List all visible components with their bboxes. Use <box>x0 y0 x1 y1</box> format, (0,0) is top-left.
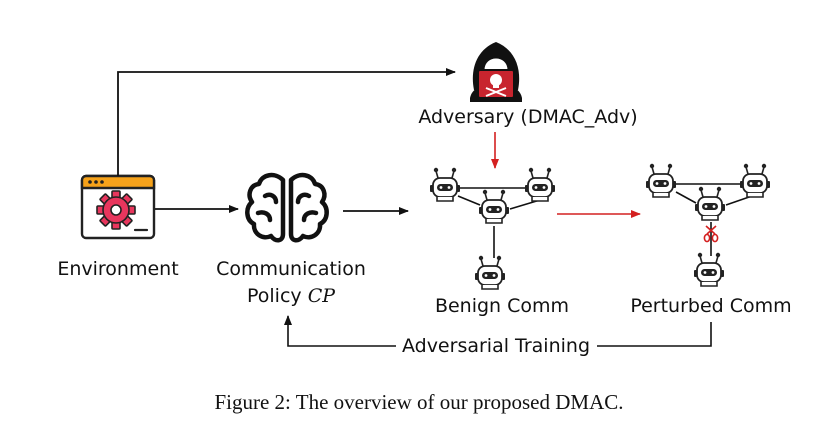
perturbed-comm-graph <box>645 162 771 287</box>
robot-icon <box>474 254 506 290</box>
adversary-label: Adversary (DMAC_Adv) <box>418 106 637 128</box>
edge <box>675 191 697 204</box>
robot-icon <box>645 162 677 198</box>
figure-caption: Figure 2: The overview of our proposed D… <box>214 390 623 414</box>
policy-word: Policy <box>247 285 302 307</box>
gear-window-icon <box>80 174 156 240</box>
training-loop-right <box>597 322 712 347</box>
adversarial-training-label: Adversarial Training <box>402 335 590 357</box>
benign-comm-graph <box>429 166 556 290</box>
scissors-icon <box>703 225 719 243</box>
robot-icon <box>693 251 725 287</box>
robot-icon <box>694 185 726 221</box>
perturbed-comm-label: Perturbed Comm <box>630 295 791 317</box>
training-loop-left-arrow <box>284 315 396 347</box>
edge <box>457 195 481 206</box>
benign-comm-label: Benign Comm <box>435 295 569 317</box>
robot-icon <box>478 188 510 224</box>
robot-icon <box>429 166 461 202</box>
robot-icon <box>524 166 556 202</box>
policy-label-line2: Policy CP <box>247 285 336 307</box>
brain-icon <box>245 172 329 243</box>
policy-label-line1: Communication <box>216 258 366 280</box>
environment-label: Environment <box>57 258 178 280</box>
env-to-adversary-arrow <box>117 68 456 176</box>
hacker-icon <box>470 42 522 102</box>
robot-icon <box>739 162 771 198</box>
policy-symbol: CP <box>308 285 337 307</box>
